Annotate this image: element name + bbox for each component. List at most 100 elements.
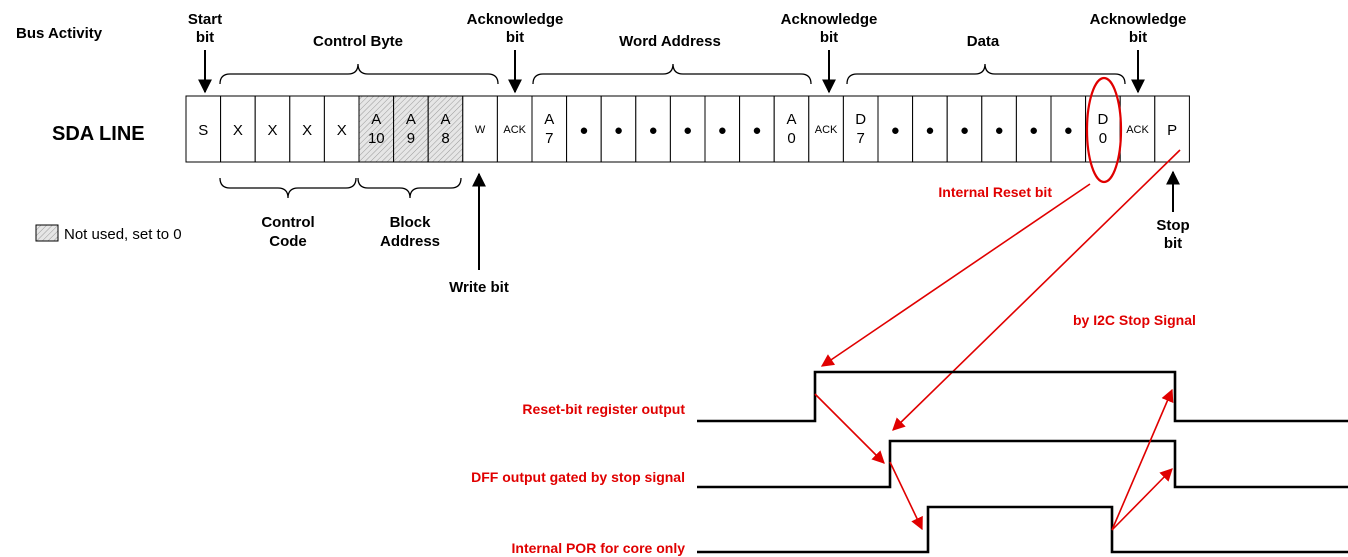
bit-cell xyxy=(427,95,464,163)
d0-highlight-ellipse xyxy=(1085,76,1123,184)
bit-cell xyxy=(358,95,395,163)
by-stop-signal-label: by I2C Stop Signal xyxy=(1073,312,1196,328)
bit-cell-sublabel: 0 xyxy=(1099,130,1107,147)
control-byte-brace xyxy=(219,63,499,85)
bit-cell-label: A xyxy=(544,111,554,128)
bit-cell xyxy=(1085,95,1121,163)
ack2-label-line1: Acknowledge xyxy=(781,11,878,28)
bit-cell-label: ACK xyxy=(1126,124,1149,136)
word-address-label: Word Address xyxy=(619,33,721,50)
bit-cell-label: ● xyxy=(752,122,761,139)
signal-label-reset-bit: Reset-bit register output xyxy=(522,401,685,417)
bit-cell-label: D xyxy=(1097,111,1108,128)
register-to-dff-arrow xyxy=(814,393,885,464)
bit-cell xyxy=(600,95,637,163)
ack3-label-line1: Acknowledge xyxy=(1090,11,1187,28)
legend-text: Not used, set to 0 xyxy=(64,226,182,243)
block-address-label-line2: Address xyxy=(380,233,440,250)
bit-cell xyxy=(773,95,810,163)
bit-cell xyxy=(704,95,741,163)
bit-cell-label: ● xyxy=(995,122,1004,139)
bit-cell xyxy=(1050,95,1087,163)
bit-cell-label: ● xyxy=(925,122,934,139)
bit-cell xyxy=(1015,95,1052,163)
stop-to-dff-arrow xyxy=(892,149,1181,431)
bit-cell-label: A xyxy=(371,111,381,128)
bit-cell xyxy=(289,95,325,163)
bit-cell xyxy=(185,95,222,163)
bit-cell-label: D xyxy=(855,111,866,128)
data-label: Data xyxy=(967,33,1000,50)
ack3-label-line2: bit xyxy=(1129,29,1147,46)
dff-to-por-arrow xyxy=(889,461,923,531)
bit-cell xyxy=(842,95,879,163)
bit-cell-sublabel: 7 xyxy=(545,130,553,147)
sda-line-label: SDA LINE xyxy=(52,123,145,145)
bit-cell-label: ● xyxy=(579,122,588,139)
control-code-label-line1: Control xyxy=(261,214,314,231)
stop-bit-label-line1: Stop xyxy=(1156,217,1189,234)
bus-activity-label: Bus Activity xyxy=(16,25,103,42)
bit-cell-label: ● xyxy=(960,122,969,139)
por-to-dff-arrow xyxy=(1111,468,1173,531)
por-to-register-arrow xyxy=(1111,388,1174,531)
bit-cell-label: ACK xyxy=(815,124,838,136)
start-bit-label-line1: Start xyxy=(188,11,222,28)
sda-bit-cells: S X X X X A 10 A 9 A 8 W ACK A 7 ● ● ● ● ● ● A 0 ACK D 7 ● ● ● ● ● ● D 0 A… xyxy=(185,95,1190,163)
bit-cell-sublabel: 8 xyxy=(441,130,449,147)
block-address-label-line1: Block xyxy=(390,214,432,231)
internal-por-waveform xyxy=(697,505,1348,554)
bit-cell xyxy=(220,95,256,163)
bit-cell-label: ● xyxy=(718,122,727,139)
signal-label-internal-por: Internal POR for core only xyxy=(512,540,686,556)
bit-cell xyxy=(393,95,429,163)
bit-cell-label: ● xyxy=(683,122,692,139)
bit-cell-label: ● xyxy=(1029,122,1038,139)
bit-cell xyxy=(739,95,775,163)
bit-cell-label: X xyxy=(233,122,243,139)
bit-cell-sublabel: 0 xyxy=(787,130,795,147)
bit-cell-label: A xyxy=(440,111,450,128)
control-byte-label: Control Byte xyxy=(313,33,403,50)
bit-cell xyxy=(808,95,844,163)
reset-bit-to-register-arrow xyxy=(820,183,1091,367)
block-address-brace xyxy=(357,177,462,199)
bit-cell xyxy=(669,95,706,163)
internal-reset-bit-label: Internal Reset bit xyxy=(938,184,1052,200)
data-brace xyxy=(846,63,1126,85)
dff-output-waveform xyxy=(697,439,1348,489)
write-bit-label: Write bit xyxy=(449,279,509,296)
bit-cell-label: X xyxy=(267,122,277,139)
bit-cell xyxy=(531,95,568,163)
bit-cell-label: ● xyxy=(1064,122,1073,139)
bit-cell-sublabel: 9 xyxy=(407,130,415,147)
word-address-brace xyxy=(532,63,812,85)
bit-cell-label: A xyxy=(406,111,416,128)
bit-cell-label: ● xyxy=(649,122,658,139)
bit-cell xyxy=(254,95,291,163)
ack2-label-line2: bit xyxy=(820,29,838,46)
start-bit-label-line2: bit xyxy=(196,29,214,46)
stop-bit-label-line2: bit xyxy=(1164,235,1182,252)
ack1-label-line1: Acknowledge xyxy=(467,11,564,28)
bit-cell xyxy=(1154,95,1190,163)
bit-cell-label: S xyxy=(198,122,208,139)
bit-cell-label: X xyxy=(337,122,347,139)
bit-cell-label: P xyxy=(1167,122,1177,139)
bit-cell-label: X xyxy=(302,122,312,139)
legend-swatch xyxy=(35,224,59,242)
bit-cell-label: ● xyxy=(614,122,623,139)
bit-cell-label: A xyxy=(786,111,796,128)
bit-cell xyxy=(1119,95,1156,163)
bit-cell-label: ● xyxy=(891,122,900,139)
bit-cell-sublabel: 10 xyxy=(368,130,385,147)
bit-cell-sublabel: 7 xyxy=(857,130,865,147)
bit-cell-label: ACK xyxy=(503,124,526,136)
ack1-label-line2: bit xyxy=(506,29,524,46)
bit-cell-label: W xyxy=(475,124,486,136)
signal-label-dff: DFF output gated by stop signal xyxy=(471,469,685,485)
bit-cell xyxy=(635,95,671,163)
reset-bit-register-waveform xyxy=(697,370,1348,423)
control-code-brace xyxy=(219,177,357,199)
